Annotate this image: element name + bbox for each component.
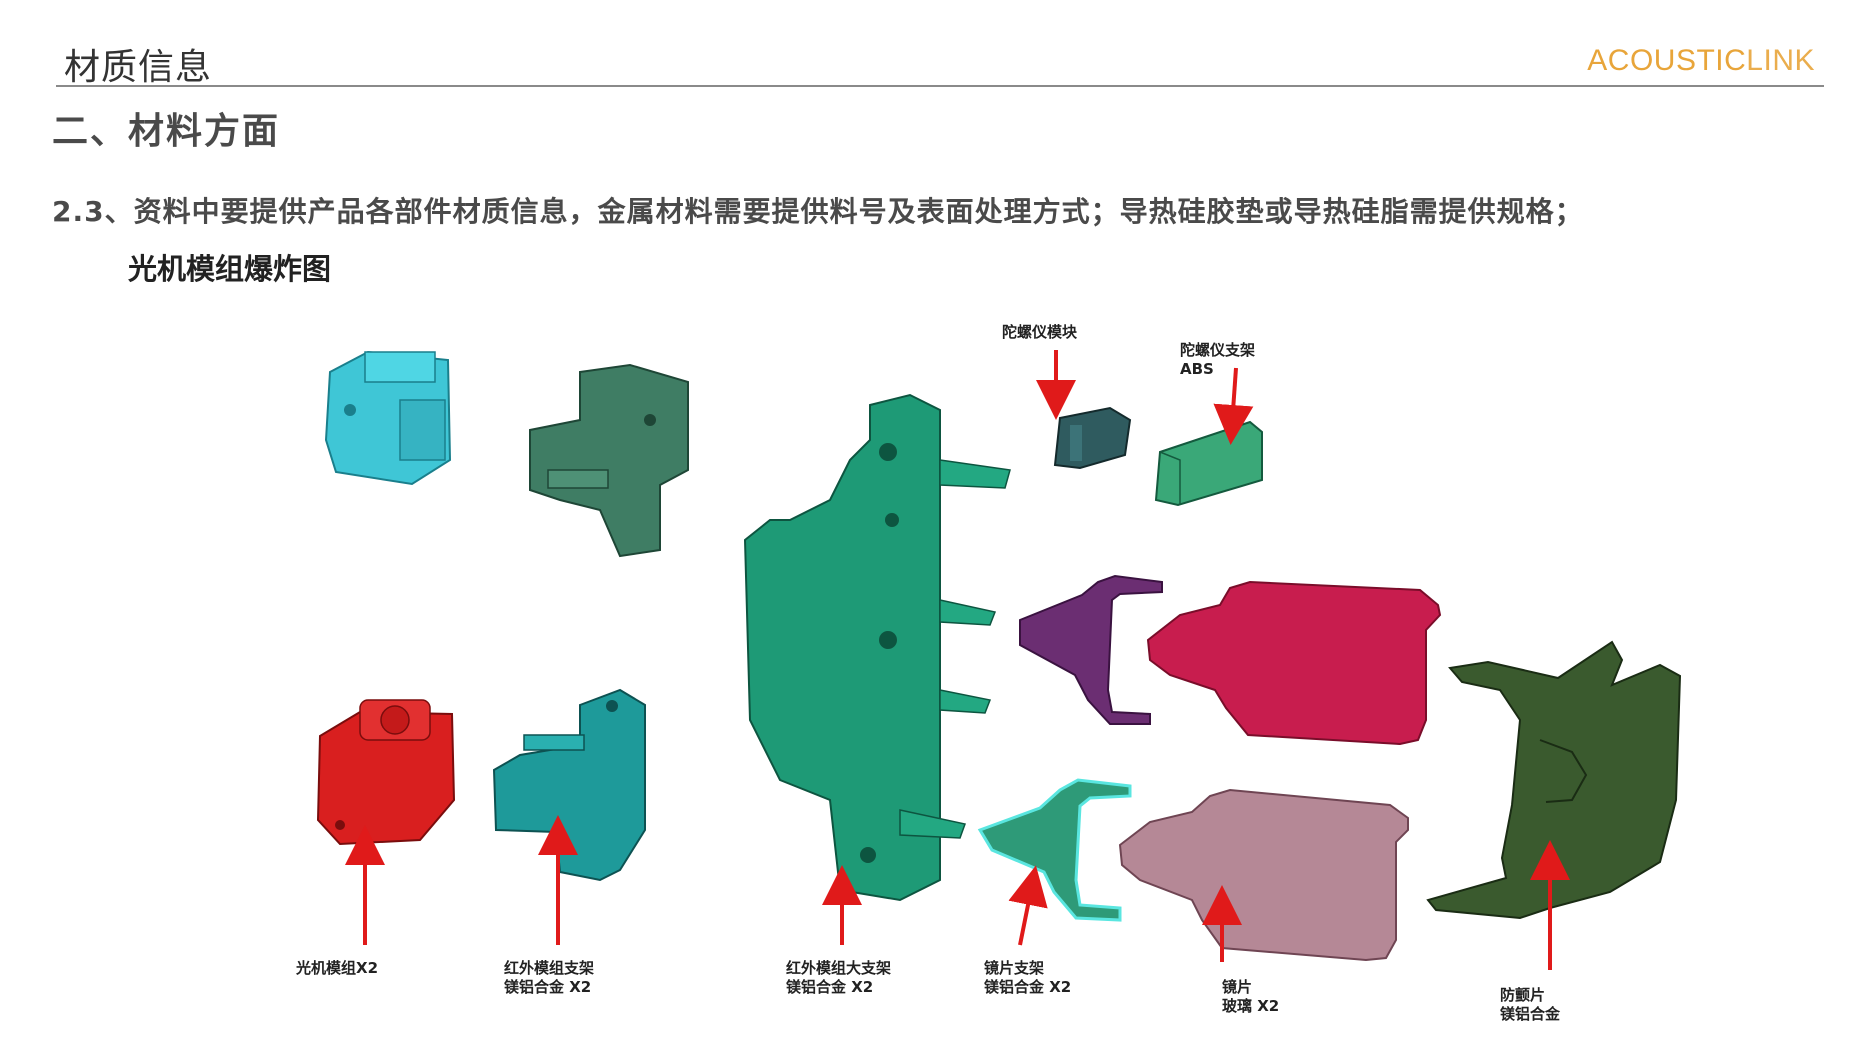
label-lens-line2: 玻璃 X2 (1222, 997, 1279, 1015)
label-gyro-bracket-line2: ABS (1180, 360, 1214, 378)
lens-bottom-part (1118, 788, 1409, 962)
optical-module-cyan-part (324, 350, 452, 486)
arrow-gyro-bracket (1213, 367, 1254, 445)
label-lens-line1: 镜片 (1222, 978, 1252, 996)
label-ir-big-bracket-line1: 红外模组大支架 (786, 959, 891, 977)
gyro-module-part (1053, 406, 1132, 470)
lens-top-part (1146, 580, 1442, 746)
annotation-arrows (345, 350, 1570, 970)
ir-bracket-top-part (529, 363, 689, 558)
label-shake-plate-line2: 镁铝合金 (1500, 1005, 1561, 1023)
diagram-title: 光机模组爆炸图 (128, 252, 332, 286)
lens-bracket-bottom-part (977, 778, 1132, 922)
optical-module-red-part (316, 699, 456, 846)
shake-plate-part (1426, 640, 1682, 920)
brand-logo: ACOUSTICLINK (1587, 44, 1815, 78)
requirement-text: 2.3、资料中要提供产品各部件材质信息，金属材料需要提供料号及表面处理方式；导热… (52, 195, 1584, 228)
lens-bracket-top-part (1019, 574, 1163, 725)
ir-bracket-bottom-part (492, 688, 646, 882)
label-optical-module: 光机模组X2 (295, 959, 378, 977)
label-lens-bracket-line2: 镁铝合金 X2 (984, 978, 1071, 996)
label-shake-plate-line1: 防颤片 (1500, 986, 1545, 1004)
header-title: 材质信息 (64, 47, 213, 88)
label-ir-bracket-line1: 红外模组支架 (504, 959, 594, 977)
gyro-bracket-part (1154, 420, 1263, 507)
brand-thin: LINK (1746, 44, 1815, 77)
label-gyro-bracket-line1: 陀螺仪支架 (1180, 341, 1255, 359)
header-divider (56, 85, 1824, 87)
label-lens-bracket-line1: 镜片支架 (984, 959, 1044, 977)
ir-big-bracket-part (743, 393, 1011, 902)
section-title: 二、材料方面 (52, 111, 281, 152)
arrow-lens-bracket (1008, 865, 1048, 946)
label-ir-bracket-line2: 镁铝合金 X2 (504, 978, 591, 996)
label-gyro-module: 陀螺仪模块 (1002, 323, 1078, 341)
label-ir-big-bracket-line2: 镁铝合金 X2 (786, 978, 873, 996)
brand-main: ACOUSTIC (1587, 44, 1747, 77)
